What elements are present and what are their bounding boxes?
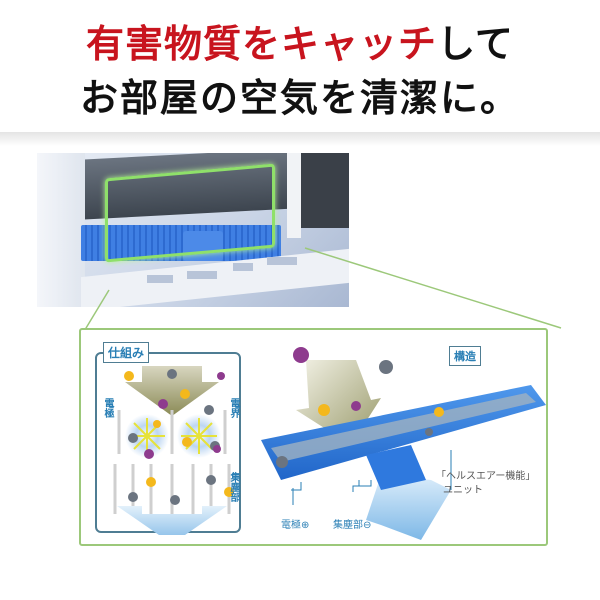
mechanism-panel: 仕組み xyxy=(95,342,241,535)
structure-illustration xyxy=(261,347,546,540)
photo-right-grille xyxy=(299,153,349,228)
label-electrode: 電極 xyxy=(102,398,113,418)
photo-filter-unit xyxy=(81,225,281,261)
headline-line-2: お部屋の空気を清潔に。 xyxy=(79,76,520,120)
photo-sticker xyxy=(187,271,217,279)
headline: 有害物質をキャッチして お部屋の空気を清潔に。 xyxy=(0,0,600,132)
diagram-panel: 仕組み xyxy=(79,328,548,546)
structure-title: 構造 xyxy=(449,346,481,366)
product-photo xyxy=(37,153,349,307)
photo-filter-tab xyxy=(183,231,223,261)
mechanism-title: 仕組み xyxy=(103,342,150,363)
headline-line-1: 有害物質をキャッチして xyxy=(0,22,600,66)
unit-label-line-2: ユニット xyxy=(443,485,483,496)
header-divider-shadow xyxy=(0,132,600,146)
unit-label-line-1: 「ヘルスエアー機能」 xyxy=(436,471,536,482)
photo-highlight-box xyxy=(105,163,275,263)
photo-sticker xyxy=(233,263,253,271)
headline-black-text: して xyxy=(437,22,514,66)
photo-side-panel xyxy=(37,153,85,307)
headline-red-text: 有害物質をキャッチ xyxy=(86,22,438,66)
photo-post xyxy=(287,153,301,238)
label-collector: 集塵部 xyxy=(228,472,239,502)
label-collector-minus: 集塵部⊖ xyxy=(333,520,372,531)
photo-sticker xyxy=(267,257,297,265)
photo-sticker xyxy=(147,275,173,283)
mechanism-illustration xyxy=(113,366,234,535)
label-electrode-plus: 電極⊕ xyxy=(281,520,310,531)
label-electric-field: 電界 xyxy=(228,398,239,418)
